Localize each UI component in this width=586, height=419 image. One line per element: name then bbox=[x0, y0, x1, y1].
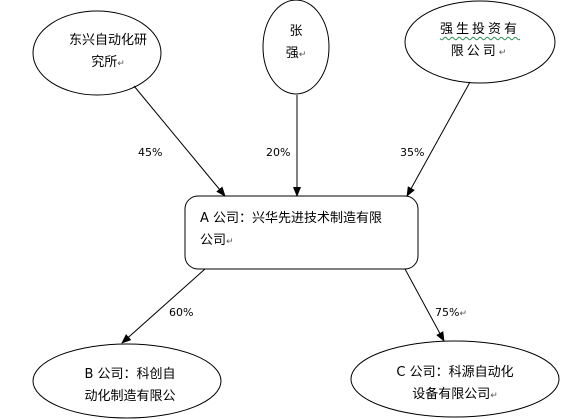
paragraph-mark: ↵ bbox=[490, 391, 498, 401]
edge-a-to-c bbox=[404, 268, 445, 342]
paragraph-mark: ↵ bbox=[117, 59, 125, 69]
node-a-company-line2-wrap: 公司↵ bbox=[200, 230, 412, 253]
edge-a-to-b bbox=[121, 268, 206, 344]
node-dongxing-ellipse bbox=[32, 10, 162, 96]
edge-label-qiangsheng-to-a: 35% bbox=[400, 146, 425, 159]
node-qiangsheng-line1: 强生投资有 bbox=[439, 22, 520, 37]
node-qiangsheng-ellipse bbox=[404, 0, 556, 84]
node-a-company: A 公司：兴华先进技术制造有限 公司↵ bbox=[200, 208, 412, 253]
edge-dongxing-to-a bbox=[133, 85, 226, 197]
edge-label-a-to-c: 75% bbox=[435, 306, 460, 319]
node-c-company-line1: C 公司：科源自动化 bbox=[396, 365, 514, 380]
node-zhang-ellipse bbox=[262, 0, 330, 95]
node-a-company-line2: 公司 bbox=[200, 233, 227, 248]
node-dongxing: 东兴自动化研 究所↵ bbox=[53, 30, 163, 75]
node-a-company-line1: A 公司：兴华先进技术制造有限 bbox=[200, 211, 383, 226]
node-b-company: B 公司：科创自 动化制造有限公 bbox=[72, 364, 188, 408]
node-dongxing-line1: 东兴自动化研 bbox=[68, 33, 147, 48]
node-c-company: C 公司：科源自动化 设备有限公司↵ bbox=[390, 362, 520, 407]
node-zhang-line2-wrap: 强↵ bbox=[276, 43, 316, 66]
node-b-company-line2: 动化制造有限公 bbox=[84, 389, 176, 404]
node-b-company-line1: B 公司：科创自 bbox=[84, 367, 176, 382]
edge-qiangsheng-to-a bbox=[406, 81, 471, 197]
edge-label-a-to-c-wrap: 75%↵ bbox=[435, 306, 467, 321]
node-a-company-box bbox=[184, 195, 419, 270]
node-b-company-ellipse bbox=[32, 343, 222, 419]
node-dongxing-line2: 究所 bbox=[91, 55, 118, 70]
node-zhang-line1: 张 bbox=[289, 24, 303, 39]
edge-label-zhang-to-a: 20% bbox=[266, 146, 291, 159]
node-qiangsheng: 强生投资有 限公司↵ bbox=[430, 19, 530, 64]
node-dongxing-line2-wrap: 究所↵ bbox=[53, 52, 163, 75]
node-qiangsheng-line2: 限公司 bbox=[450, 44, 499, 59]
edge-label-dongxing-to-a: 45% bbox=[138, 146, 163, 159]
node-c-company-line2-wrap: 设备有限公司↵ bbox=[390, 384, 520, 407]
paragraph-mark: ↵ bbox=[498, 48, 510, 58]
node-zhang-line2: 强 bbox=[285, 46, 299, 61]
node-zhang: 张 强↵ bbox=[276, 21, 316, 66]
node-c-company-line2: 设备有限公司 bbox=[412, 387, 491, 402]
paragraph-mark: ↵ bbox=[298, 50, 307, 60]
edge-label-a-to-b: 60% bbox=[169, 306, 194, 319]
paragraph-mark: ↵ bbox=[459, 309, 467, 319]
node-c-company-ellipse bbox=[350, 340, 560, 418]
paragraph-mark: ↵ bbox=[226, 237, 234, 247]
node-qiangsheng-line2-wrap: 限公司↵ bbox=[430, 41, 530, 64]
